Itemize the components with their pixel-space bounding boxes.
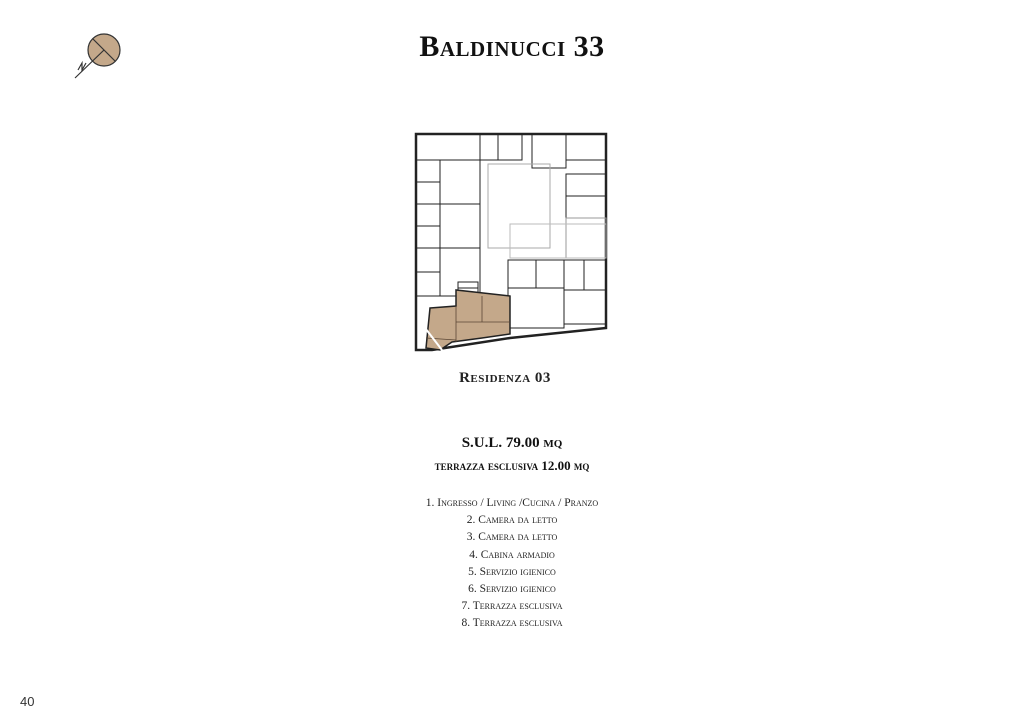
sul-area: S.U.L. 79.00 mq — [461, 435, 563, 451]
terrace-area: terrazza esclusiva 12.00 mq — [434, 458, 590, 473]
room-item: 1. Ingresso / Living /Cucina / Pranzo — [425, 497, 599, 509]
floor-plan — [412, 128, 618, 354]
room-list: 1. Ingresso / Living /Cucina / Pranzo 2.… — [0, 495, 1024, 633]
room-item: 2. Camera da letto — [466, 514, 558, 527]
room-item: 7. Terrazza esclusiva — [461, 600, 563, 613]
room-item: 5. Servizio igienico — [468, 565, 556, 578]
room-item: 3. Camera da letto — [466, 531, 558, 544]
unit-label: Residenza 03 — [459, 370, 551, 386]
page-number: 40 — [20, 694, 35, 709]
room-item: 8. Terrazza esclusiva — [461, 617, 563, 630]
room-item: 4. Cabina armadio — [469, 548, 555, 561]
room-item: 6. Servizio igienico — [468, 582, 556, 595]
north-compass-icon — [72, 30, 128, 82]
page-title: Baldinucci 33 — [419, 30, 605, 63]
